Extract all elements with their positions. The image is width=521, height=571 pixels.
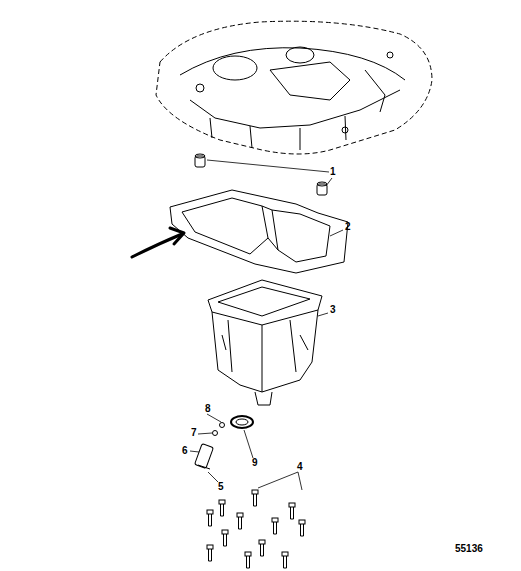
transmission-housing bbox=[156, 21, 432, 154]
bolts bbox=[207, 490, 305, 568]
oil-pan bbox=[208, 280, 322, 405]
dowel-pins bbox=[195, 154, 327, 195]
bolt bbox=[207, 545, 213, 561]
bolt bbox=[219, 500, 225, 516]
callout-number: 4 bbox=[297, 462, 303, 472]
callout-number: 9 bbox=[252, 458, 258, 468]
drain-plug-parts bbox=[195, 416, 253, 469]
bolt bbox=[237, 513, 243, 529]
callout-number: 5 bbox=[218, 482, 224, 492]
bolt bbox=[259, 540, 265, 556]
callout-number: 3 bbox=[330, 305, 336, 315]
callout-number: 6 bbox=[182, 446, 188, 456]
bolt bbox=[289, 503, 295, 519]
bolt bbox=[222, 530, 228, 546]
bolt bbox=[245, 552, 251, 568]
callout-number: 2 bbox=[345, 222, 351, 232]
figure-number: 55136 bbox=[455, 544, 483, 554]
callout-number: 8 bbox=[205, 404, 211, 414]
gasket bbox=[170, 190, 348, 273]
callout-number: 1 bbox=[330, 167, 336, 177]
bolt bbox=[282, 552, 288, 568]
callout-number: 7 bbox=[191, 428, 197, 438]
bolt bbox=[299, 520, 305, 536]
bolt bbox=[252, 490, 258, 506]
leader-lines bbox=[190, 160, 343, 490]
pointer-arrow bbox=[132, 228, 184, 257]
bolt bbox=[272, 518, 278, 534]
bolt bbox=[207, 510, 213, 526]
